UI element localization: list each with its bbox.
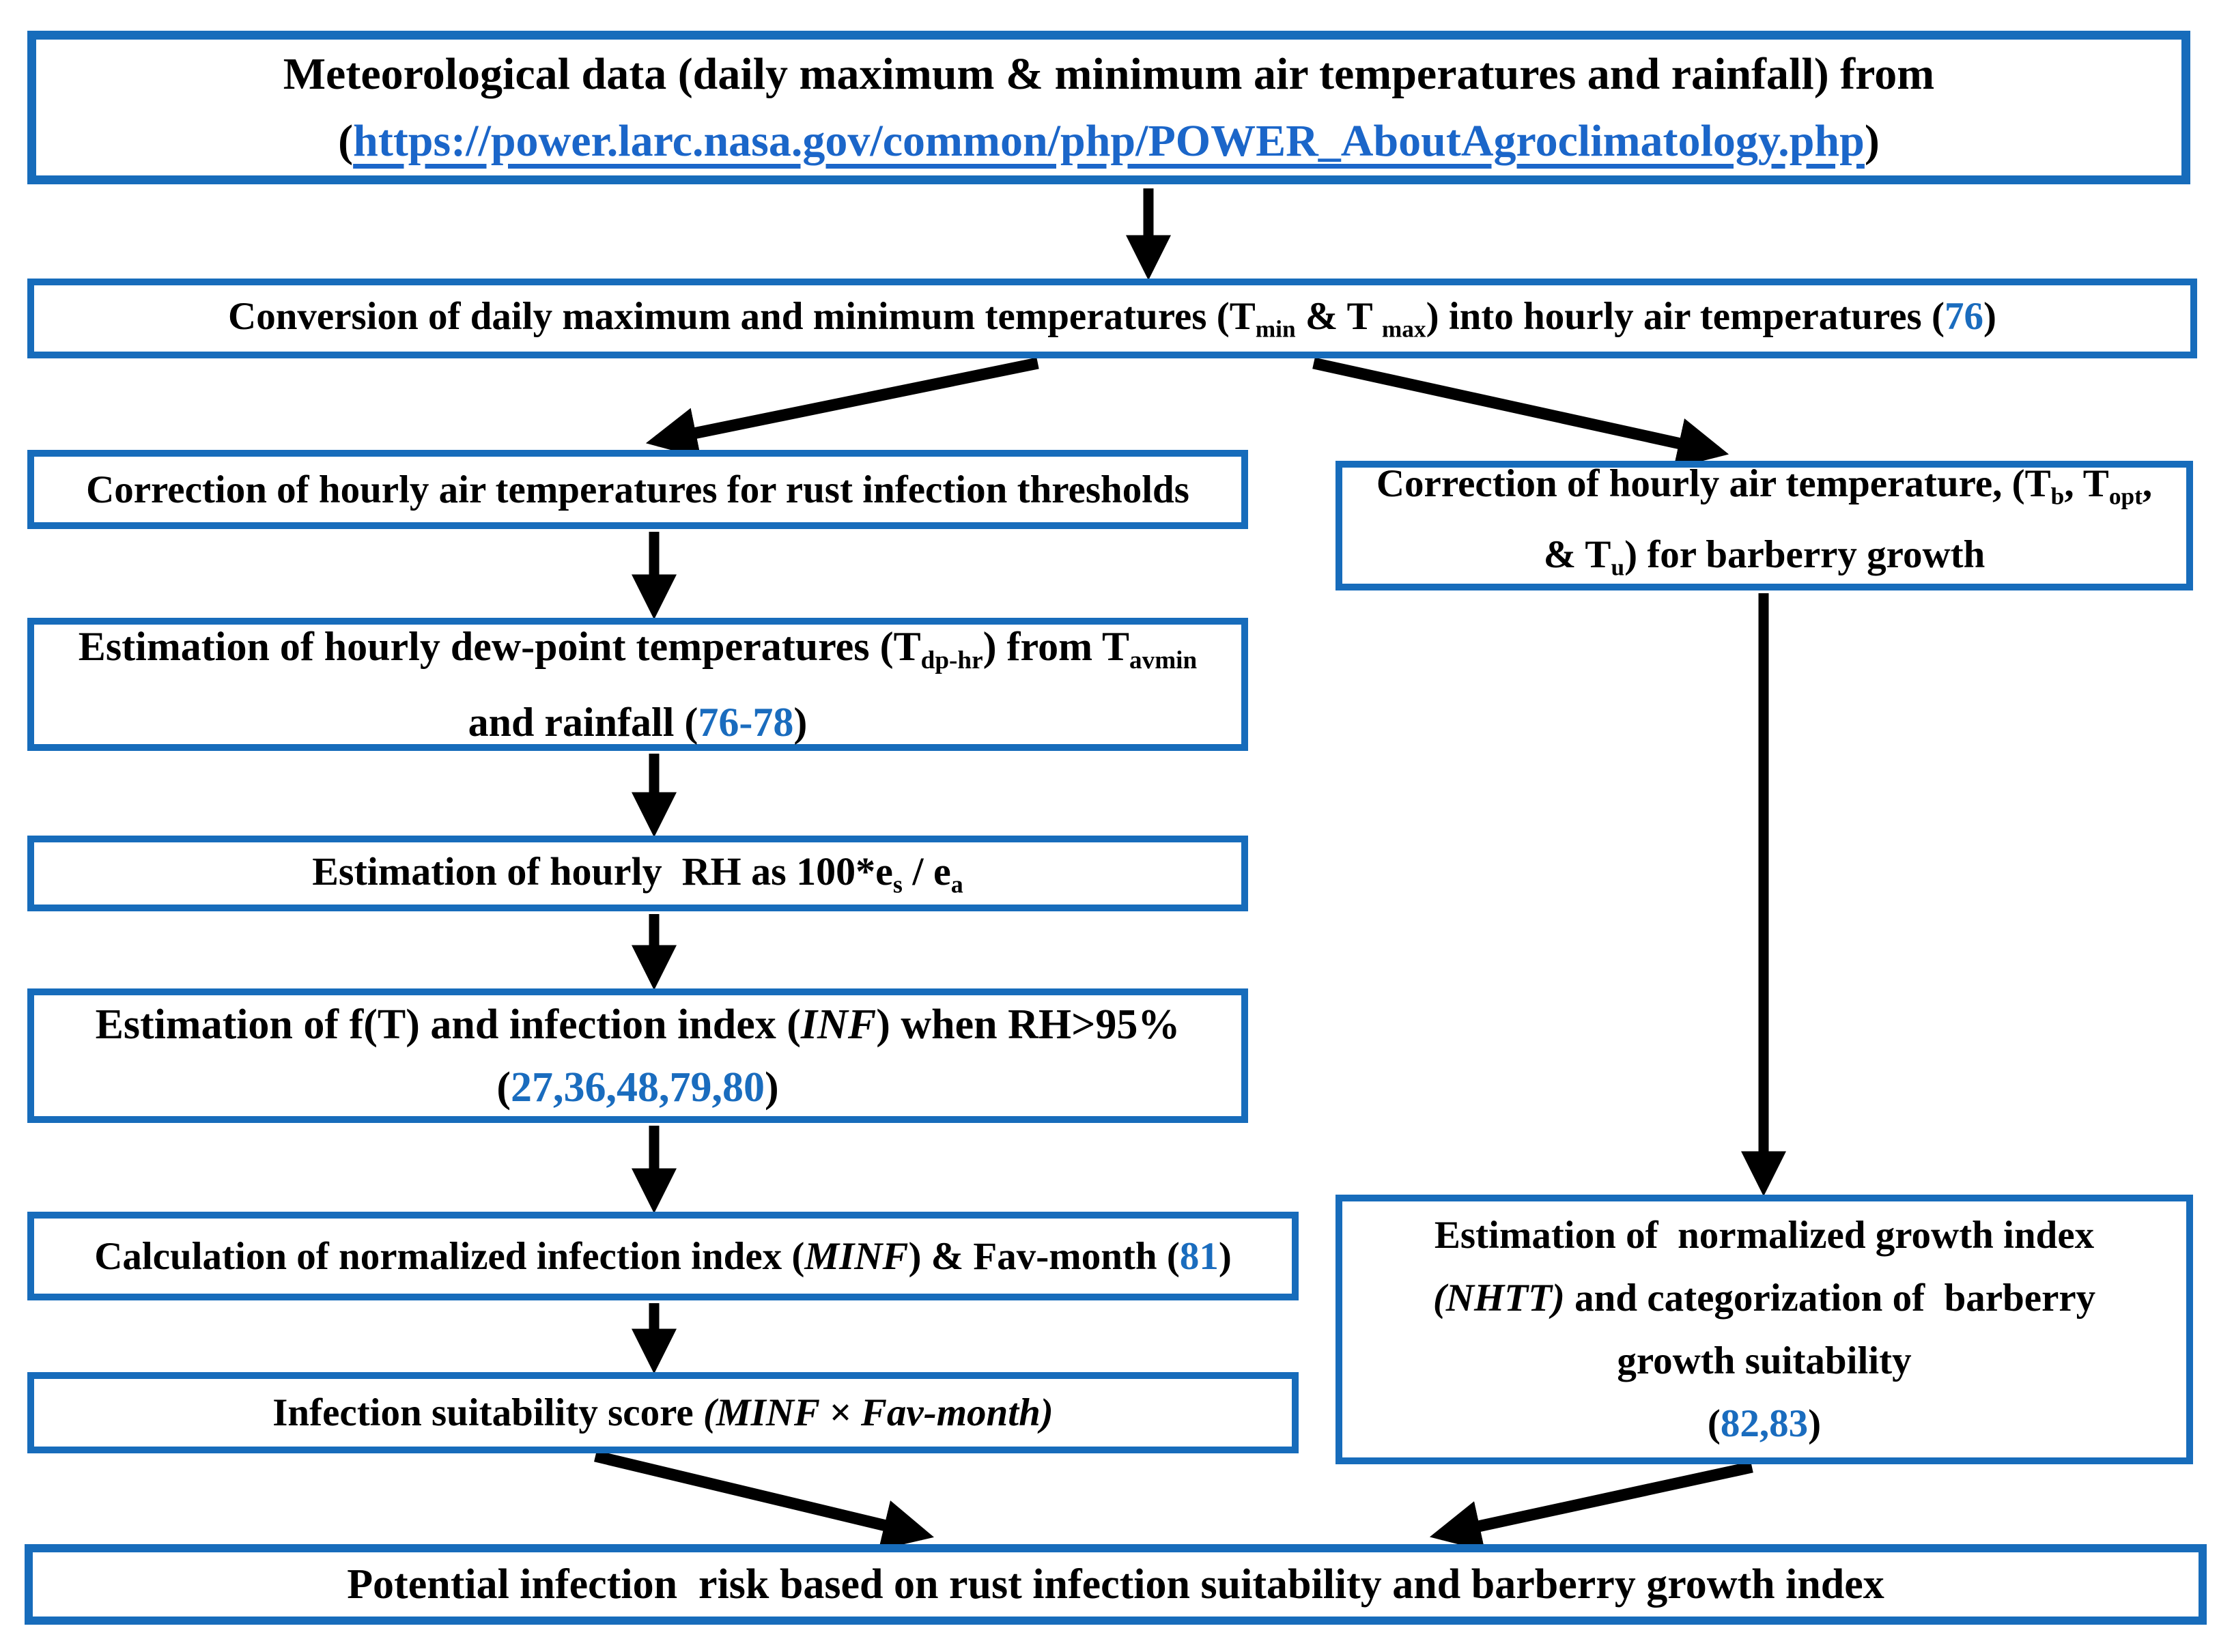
- text-segment: Potential infection risk based on rust i…: [347, 1561, 1884, 1608]
- source-url-link[interactable]: https://power.larc.nasa.gov/common/php/P…: [353, 115, 1865, 166]
- text-line: Estimation of hourly dew-point temperatu…: [79, 616, 1197, 692]
- text-segment: ): [765, 1064, 779, 1111]
- text-segment: Correction of hourly air temperature, (T: [1376, 461, 2051, 505]
- text-segment: (: [1707, 1401, 1721, 1445]
- text-segment: Conversion of daily maximum and minimum …: [228, 294, 1256, 338]
- text-segment: opt: [2108, 483, 2143, 509]
- text-segment: and rainfall (: [468, 699, 698, 745]
- text-segment: ): [1864, 115, 1880, 166]
- text-segment: u: [1611, 554, 1625, 581]
- box-rust-infection-threshold-correction: Correction of hourly air temperatures fo…: [27, 450, 1248, 529]
- text-segment: Calculation of normalized infection inde…: [94, 1234, 805, 1278]
- text-line: Estimation of f(T) and infection index (…: [96, 993, 1181, 1056]
- text-segment: (: [338, 115, 354, 166]
- box-infection-index-estimation: Estimation of f(T) and infection index (…: [27, 988, 1248, 1123]
- text-segment: ,: [2142, 461, 2153, 505]
- box-hourly-rh-estimation: Estimation of hourly RH as 100*es / ea: [27, 836, 1248, 911]
- text-segment: ) into hourly air temperatures (: [1426, 294, 1945, 338]
- text-segment: a: [950, 870, 963, 898]
- text-segment: 76-78: [698, 699, 794, 745]
- text-line: and rainfall (76-78): [468, 692, 808, 753]
- text-segment: ): [1983, 294, 1996, 338]
- text-segment: & T: [1295, 294, 1382, 338]
- text-segment: INF: [800, 1001, 877, 1048]
- text-line: (27,36,48,79,80): [496, 1056, 778, 1119]
- text-line: Correction of hourly air temperatures fo…: [86, 468, 1189, 512]
- text-segment: b: [2050, 483, 2065, 509]
- text-line: Correction of hourly air temperature, (T…: [1376, 455, 2152, 526]
- text-segment: Estimation of hourly dew-point temperatu…: [78, 624, 921, 670]
- text-line: growth suitability: [1617, 1330, 1911, 1393]
- text-line: Estimation of normalized growth index: [1434, 1204, 2094, 1267]
- text-segment: ): [1218, 1234, 1232, 1278]
- text-line: (82,83): [1708, 1393, 1821, 1455]
- text-segment: 82,83: [1720, 1401, 1809, 1445]
- text-line: Estimation of hourly RH as 100*es / ea: [312, 849, 963, 899]
- text-segment: dp-hr: [920, 646, 983, 674]
- arrow-score-to-risk-icon: [594, 1450, 935, 1550]
- text-segment: (: [496, 1064, 511, 1111]
- text-segment: max: [1381, 315, 1426, 343]
- text-line: (NHTT) and categorization of barberry: [1433, 1267, 2095, 1330]
- box-barberry-growth-correction: Correction of hourly air temperature, (T…: [1335, 461, 2193, 590]
- text-segment: (MINF × Fav-month): [703, 1391, 1054, 1434]
- text-segment: ) when RH>95%: [876, 1001, 1181, 1048]
- text-segment: 27,36,48,79,80: [511, 1064, 765, 1111]
- box-normalized-growth-index: Estimation of normalized growth index (NH…: [1335, 1195, 2193, 1464]
- text-line: Meteorological data (daily maximum & min…: [283, 41, 1934, 108]
- text-segment: 76: [1944, 294, 1983, 338]
- text-segment: Meteorological data (daily maximum & min…: [283, 48, 1935, 99]
- text-line: (https://power.larc.nasa.gov/common/php/…: [338, 108, 1880, 175]
- text-segment: MINF: [804, 1234, 909, 1278]
- text-segment: Estimation of normalized growth index: [1434, 1213, 2095, 1257]
- text-segment: growth suitability: [1617, 1339, 1912, 1382]
- box-conversion-hourly-temperatures: Conversion of daily maximum and minimum …: [27, 279, 2197, 358]
- box-meteorological-data-source: Meteorological data (daily maximum & min…: [27, 31, 2190, 184]
- text-line: Calculation of normalized infection inde…: [94, 1234, 1232, 1279]
- text-segment: / e: [902, 849, 951, 894]
- text-segment: , T: [2064, 461, 2109, 505]
- text-segment: ) for barberry growth: [1624, 533, 1985, 576]
- box-infection-suitability-score: Infection suitability score (MINF × Fav-…: [27, 1372, 1299, 1453]
- text-line: Conversion of daily maximum and minimum …: [228, 294, 1996, 343]
- text-line: Infection suitability score (MINF × Fav-…: [272, 1391, 1054, 1435]
- box-dew-point-estimation: Estimation of hourly dew-point temperatu…: [27, 618, 1248, 751]
- arrow-conversion-to-barberry-correction-icon: [1312, 357, 1729, 469]
- text-segment: ): [793, 699, 808, 745]
- text-segment: ): [1808, 1401, 1822, 1445]
- text-segment: ) & Fav-month (: [908, 1234, 1180, 1278]
- text-segment: 81: [1179, 1234, 1219, 1278]
- text-segment: Infection suitability score: [272, 1391, 703, 1434]
- text-line: & Tu) for barberry growth: [1544, 526, 1985, 597]
- text-segment: s: [892, 870, 903, 898]
- text-segment: min: [1255, 315, 1296, 343]
- text-segment: ) from T: [983, 624, 1130, 670]
- text-segment: and categorization of barberry: [1564, 1276, 2096, 1320]
- text-segment: Estimation of hourly RH as 100*e: [312, 849, 893, 894]
- text-segment: Estimation of f(T) and infection index (: [95, 1001, 801, 1048]
- text-segment: (NHTT): [1432, 1276, 1565, 1320]
- box-potential-infection-risk: Potential infection risk based on rust i…: [25, 1544, 2207, 1625]
- text-segment: avmin: [1129, 646, 1198, 674]
- text-segment: & T: [1543, 533, 1611, 576]
- text-line: Potential infection risk based on rust i…: [347, 1561, 1884, 1609]
- text-segment: Correction of hourly air temperatures fo…: [86, 468, 1189, 511]
- box-normalized-infection-index: Calculation of normalized infection inde…: [27, 1212, 1299, 1300]
- arrow-conversion-to-rust-correction-icon: [645, 357, 1039, 458]
- arrow-nhtt-to-risk-icon: [1429, 1461, 1753, 1552]
